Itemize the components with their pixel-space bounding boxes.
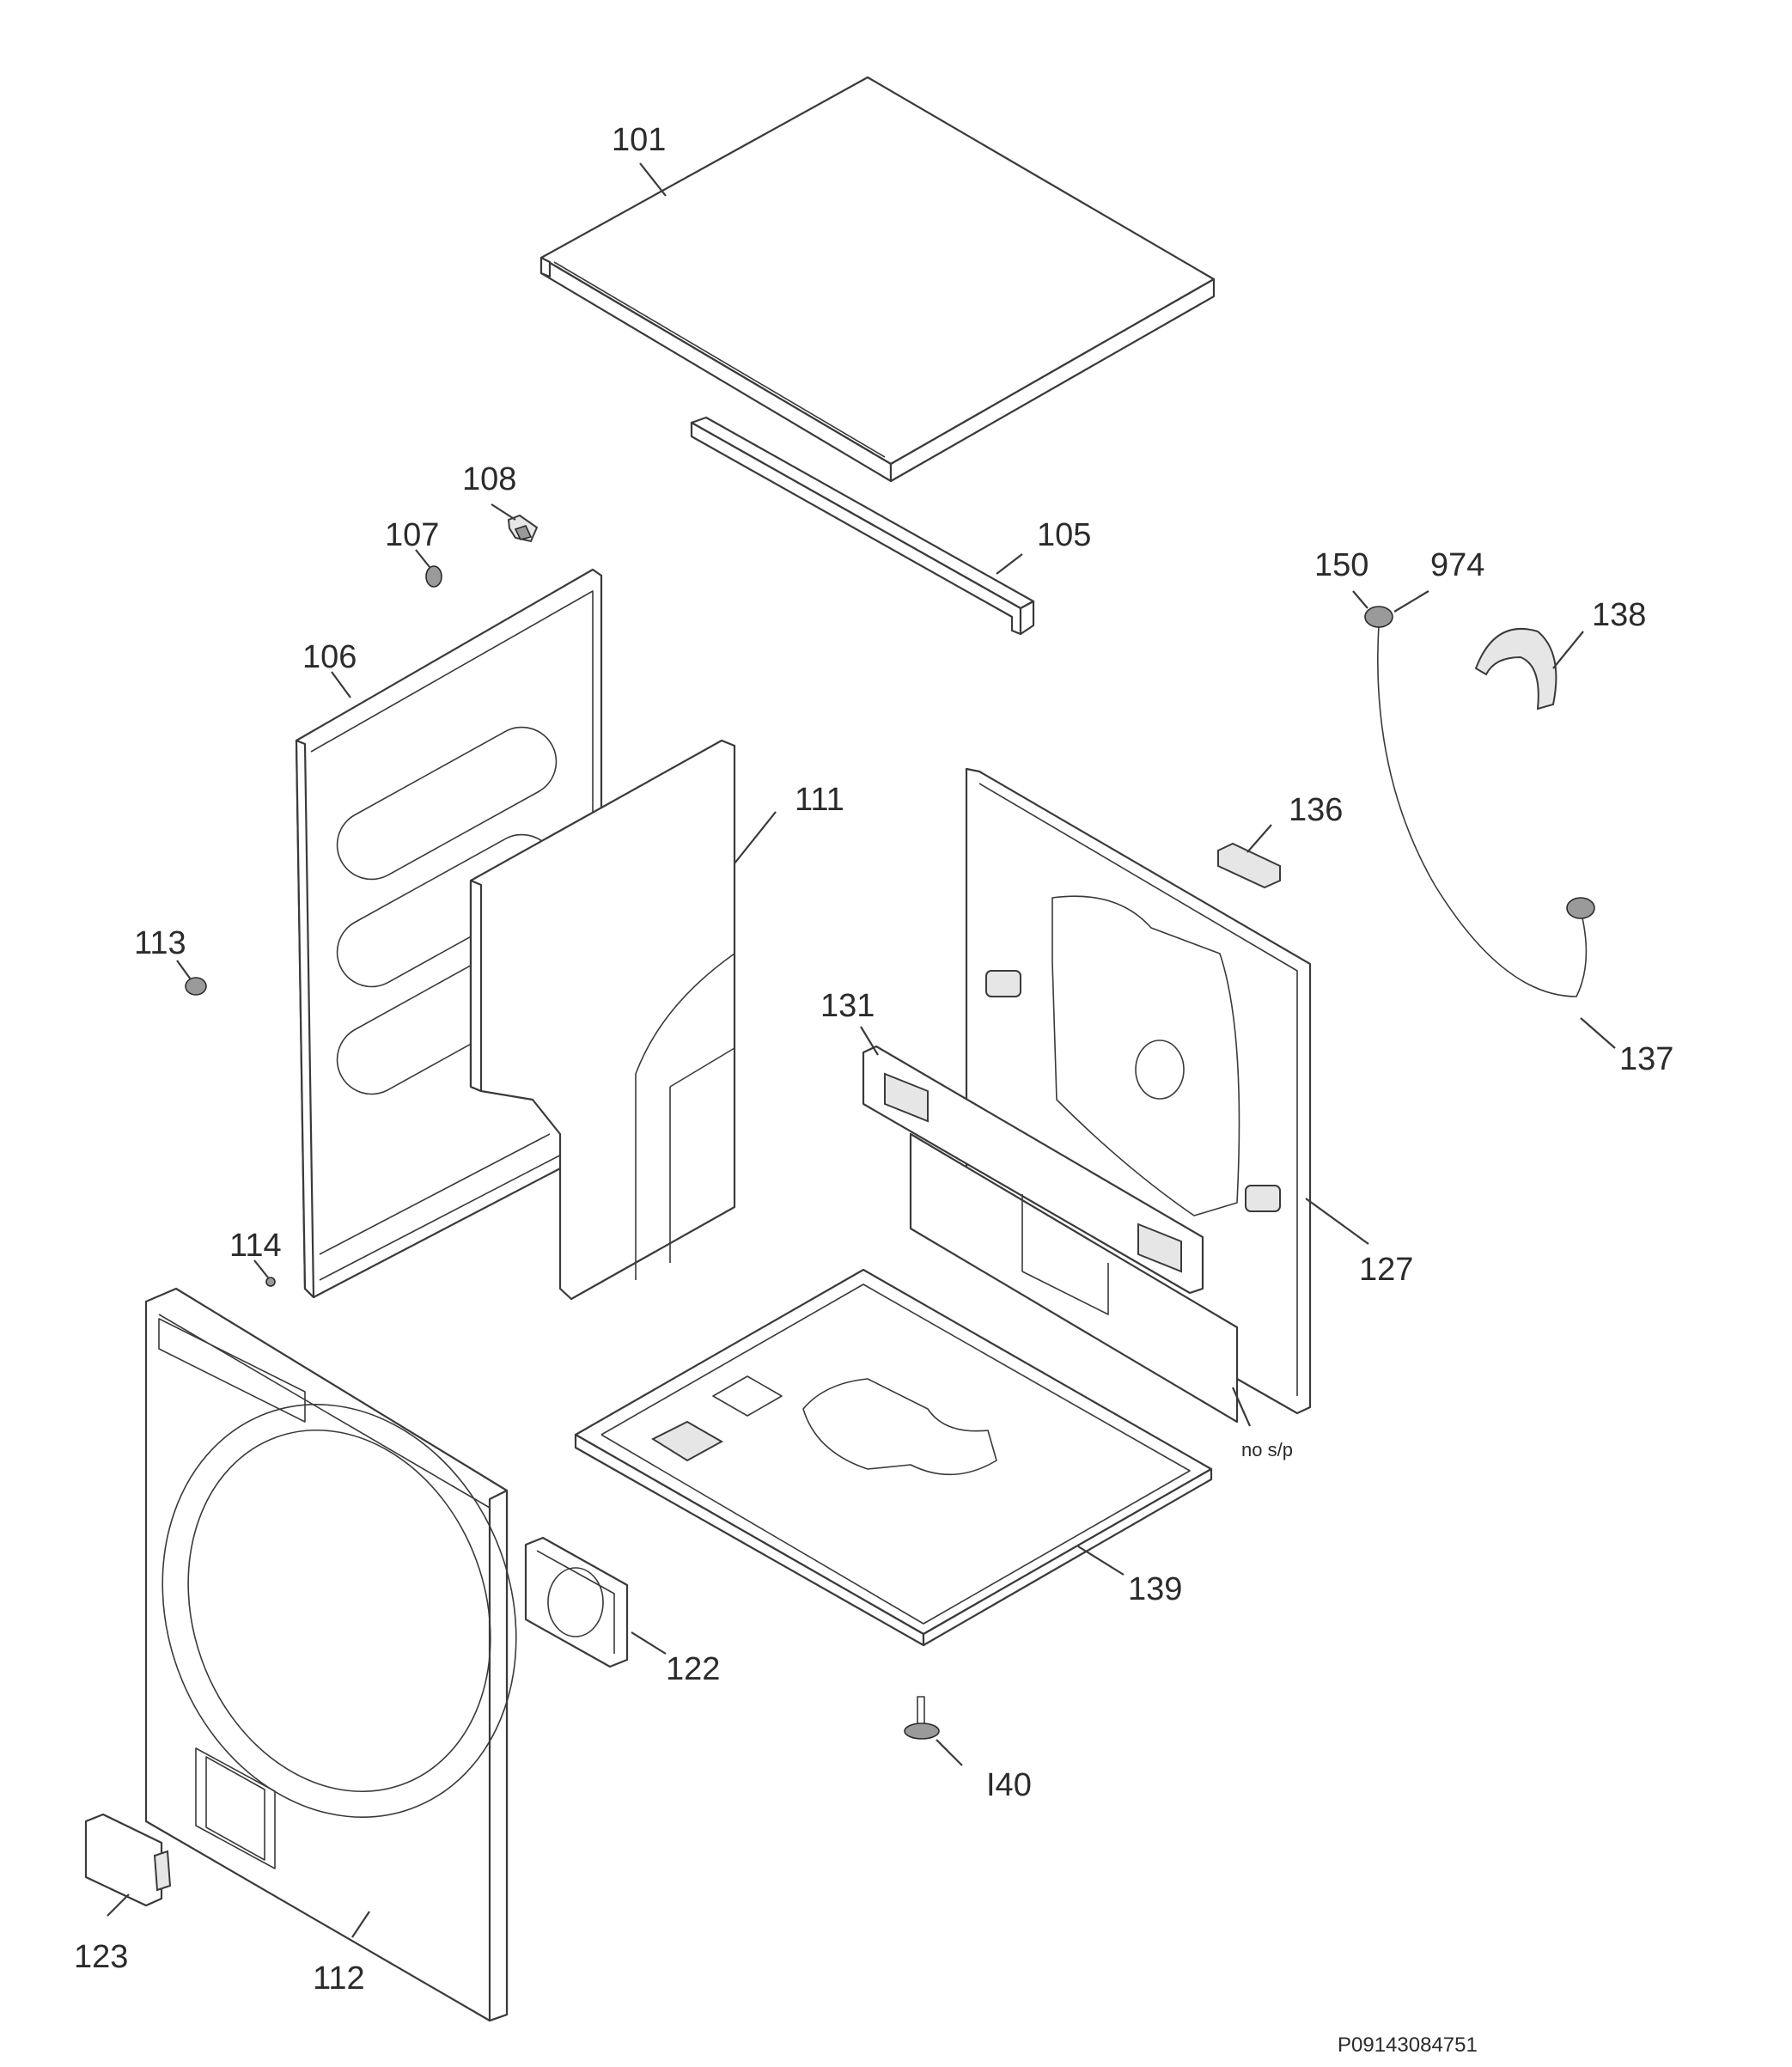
callout-138: 138 (1592, 597, 1646, 633)
part-136-clip (1217, 842, 1281, 889)
note-no-spare-part: no s/p (1241, 1439, 1293, 1460)
part-101-top-cover (539, 76, 1216, 483)
callout-107: 107 (385, 517, 439, 553)
part-137-hose (1364, 606, 1595, 997)
callout-139: 139 (1128, 1571, 1182, 1607)
callout-137: 137 (1619, 1041, 1673, 1077)
part-139-base (574, 1268, 1213, 1647)
part-113-plug (185, 977, 207, 996)
callout-111: 111 (795, 782, 844, 818)
part-122-duct-frame (524, 1536, 629, 1668)
leader-lines (107, 162, 1616, 1938)
callout-105: 105 (1037, 517, 1091, 553)
part-140-foot (904, 1696, 940, 1740)
callout-131: 131 (820, 988, 875, 1024)
part-105-cross-rail (690, 416, 1035, 636)
callout-974: 974 (1430, 547, 1484, 583)
callout-122: 122 (666, 1651, 720, 1687)
part-no-sp-sheet (909, 1132, 1239, 1424)
callout-108: 108 (462, 461, 516, 497)
callout-140: I40 (986, 1767, 1032, 1803)
callout-136: 136 (1289, 792, 1343, 828)
callout-114: 114 (229, 1228, 282, 1264)
callout-113: 113 (134, 925, 186, 961)
part-131-bracket (862, 1045, 1204, 1315)
part-108-clip (507, 514, 539, 543)
callout-106: 106 (302, 639, 357, 675)
part-112-front-panel (144, 1287, 517, 2022)
part-138-hose-guide (1474, 627, 1557, 710)
part-114-screw (265, 1277, 276, 1287)
part-123-flap (84, 1813, 172, 1907)
callout-150: 150 (1314, 547, 1368, 583)
part-107-screw (425, 565, 442, 588)
reference-code: P09143084751 (1338, 2033, 1478, 2057)
callout-123: 123 (74, 1939, 128, 1975)
callout-101: 101 (612, 122, 666, 158)
callout-112: 112 (313, 1960, 365, 1997)
callout-127: 127 (1359, 1252, 1413, 1288)
part-111-insulation-panel (469, 739, 736, 1301)
